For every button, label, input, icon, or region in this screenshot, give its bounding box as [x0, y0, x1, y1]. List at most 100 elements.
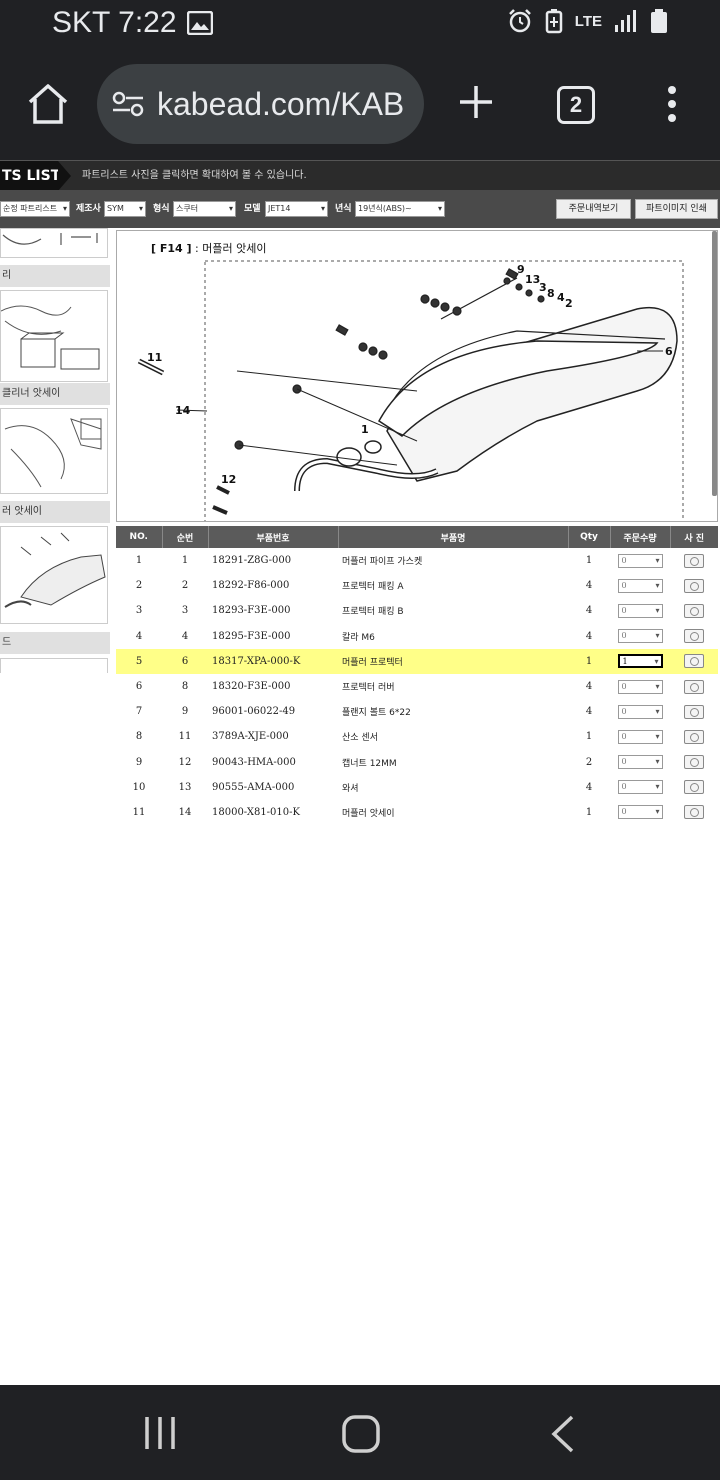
camera-icon[interactable]: [684, 729, 704, 744]
cell-part-no: 18293-F3E-000: [212, 605, 291, 617]
site-settings-icon[interactable]: [111, 90, 145, 118]
callout-4: 4: [557, 291, 565, 304]
sidebar-category-4[interactable]: 드: [0, 632, 110, 654]
chevron-down-icon: ▾: [655, 731, 660, 741]
filter-bar: 순정 파트리스트▾ 제조사 SYM▾ 형식 스쿠터▾ 모델 JET14▾ 년식 …: [0, 190, 720, 228]
more-menu-icon[interactable]: [662, 84, 682, 124]
cell-no: 10: [132, 781, 146, 793]
camera-icon[interactable]: [684, 553, 704, 568]
year-select[interactable]: 19년식(ABS)~▾: [355, 201, 445, 217]
cell-seq: 11: [178, 731, 192, 743]
cell-qty: 2: [585, 756, 593, 768]
diagram-scrollbar[interactable]: [712, 231, 717, 496]
cell-qty: 1: [585, 806, 593, 818]
cell-part-name: 머플러 앗세이: [342, 808, 395, 819]
order-qty-select[interactable]: 0▾: [617, 805, 663, 820]
callout-13: 13: [525, 273, 540, 286]
sidebar-thumbnail-bottom[interactable]: [0, 658, 108, 673]
home-icon[interactable]: [26, 82, 70, 126]
col-photo: 사 진: [670, 526, 718, 548]
category-select[interactable]: 순정 파트리스트▾: [0, 201, 70, 217]
cell-no: 7: [135, 706, 143, 718]
order-qty-select[interactable]: 0▾: [617, 780, 663, 795]
model-select[interactable]: JET14▾: [265, 201, 328, 217]
order-qty-select[interactable]: 0▾: [617, 679, 663, 694]
col-part-name: 부품명: [338, 526, 569, 548]
cell-part-name: 프로텍터 패킹 B: [342, 607, 404, 618]
camera-icon[interactable]: [684, 780, 704, 795]
col-qty: Qty: [568, 526, 611, 548]
tab-switcher-button[interactable]: 2: [557, 86, 595, 124]
callout-2: 2: [565, 297, 573, 310]
cell-no: 6: [135, 681, 143, 693]
address-bar[interactable]: kabead.com/KAB: [97, 64, 424, 144]
year-label: 년식: [335, 204, 352, 214]
cell-order-qty: 0▾: [610, 598, 670, 623]
recent-apps-icon[interactable]: [142, 1415, 178, 1451]
browser-toolbar: kabead.com/KAB 2: [0, 50, 720, 160]
camera-icon[interactable]: [684, 629, 704, 644]
cell-qty: 1: [568, 648, 610, 674]
camera-icon[interactable]: [684, 704, 704, 719]
camera-icon[interactable]: [684, 679, 704, 694]
cell-qty: 1: [585, 731, 593, 743]
camera-icon[interactable]: [684, 805, 704, 820]
cell-order-qty: 0▾: [610, 800, 670, 825]
parts-list-brand[interactable]: TS LIST: [0, 161, 60, 191]
new-tab-icon[interactable]: [458, 84, 494, 120]
sidebar-thumbnail-muffler[interactable]: [0, 526, 108, 624]
maker-label: 제조사: [76, 204, 101, 214]
camera-icon[interactable]: [684, 755, 704, 770]
cell-qty: 4: [585, 580, 593, 592]
maker-select[interactable]: SYM▾: [104, 201, 146, 217]
order-qty-select[interactable]: 0▾: [617, 629, 663, 644]
cell-photo: [670, 775, 718, 800]
part-thumbnail-image: [0, 305, 100, 370]
type-select[interactable]: 스쿠터▾: [173, 201, 236, 217]
cell-part-name: 산소 센서: [342, 733, 378, 744]
sidebar-category-air-cleaner[interactable]: 클리너 앗세이: [0, 383, 110, 405]
order-qty-select[interactable]: 0▾: [617, 755, 663, 770]
cell-seq: 14: [178, 806, 192, 818]
chevron-down-icon: ▾: [655, 782, 660, 792]
chevron-down-icon: ▾: [320, 204, 325, 213]
order-history-button[interactable]: 주문내역보기: [556, 199, 631, 219]
home-nav-icon[interactable]: [342, 1415, 380, 1453]
back-icon[interactable]: [550, 1415, 576, 1453]
order-qty-select[interactable]: 0▾: [617, 729, 663, 744]
camera-icon[interactable]: [684, 578, 704, 593]
maker-select-value: SYM: [107, 204, 124, 213]
order-qty-select[interactable]: 0▾: [617, 704, 663, 719]
chevron-down-icon: ▾: [655, 605, 660, 615]
sidebar-thumbnail-top[interactable]: [0, 228, 108, 258]
url-text[interactable]: kabead.com/KAB: [157, 85, 405, 122]
brand-arrow: [58, 161, 71, 191]
order-qty-select[interactable]: 0▾: [617, 603, 663, 618]
sidebar-category-1[interactable]: 리: [0, 265, 110, 287]
sidebar-thumbnail-air-cleaner[interactable]: [0, 408, 108, 494]
sidebar-thumbnail-battery[interactable]: [0, 290, 108, 382]
sidebar-category-muffler[interactable]: 러 앗세이: [0, 501, 110, 523]
order-qty-select[interactable]: 0▾: [617, 578, 663, 593]
cell-order-qty: 0▾: [610, 624, 670, 649]
battery-icon: [651, 9, 667, 33]
order-qty-value: 0: [621, 706, 627, 716]
order-qty-select[interactable]: 1▾: [617, 654, 663, 669]
print-image-button[interactable]: 파트이미지 인쇄: [635, 199, 718, 219]
order-qty-select[interactable]: 0▾: [617, 553, 663, 568]
camera-icon[interactable]: [684, 603, 704, 618]
cell-part-name: 와셔: [342, 783, 359, 794]
camera-icon[interactable]: [684, 654, 704, 669]
parts-diagram[interactable]: 9 13 3 8 4 2 6 11 14 1 12 [ F14 ] : 머플러 …: [116, 230, 718, 522]
